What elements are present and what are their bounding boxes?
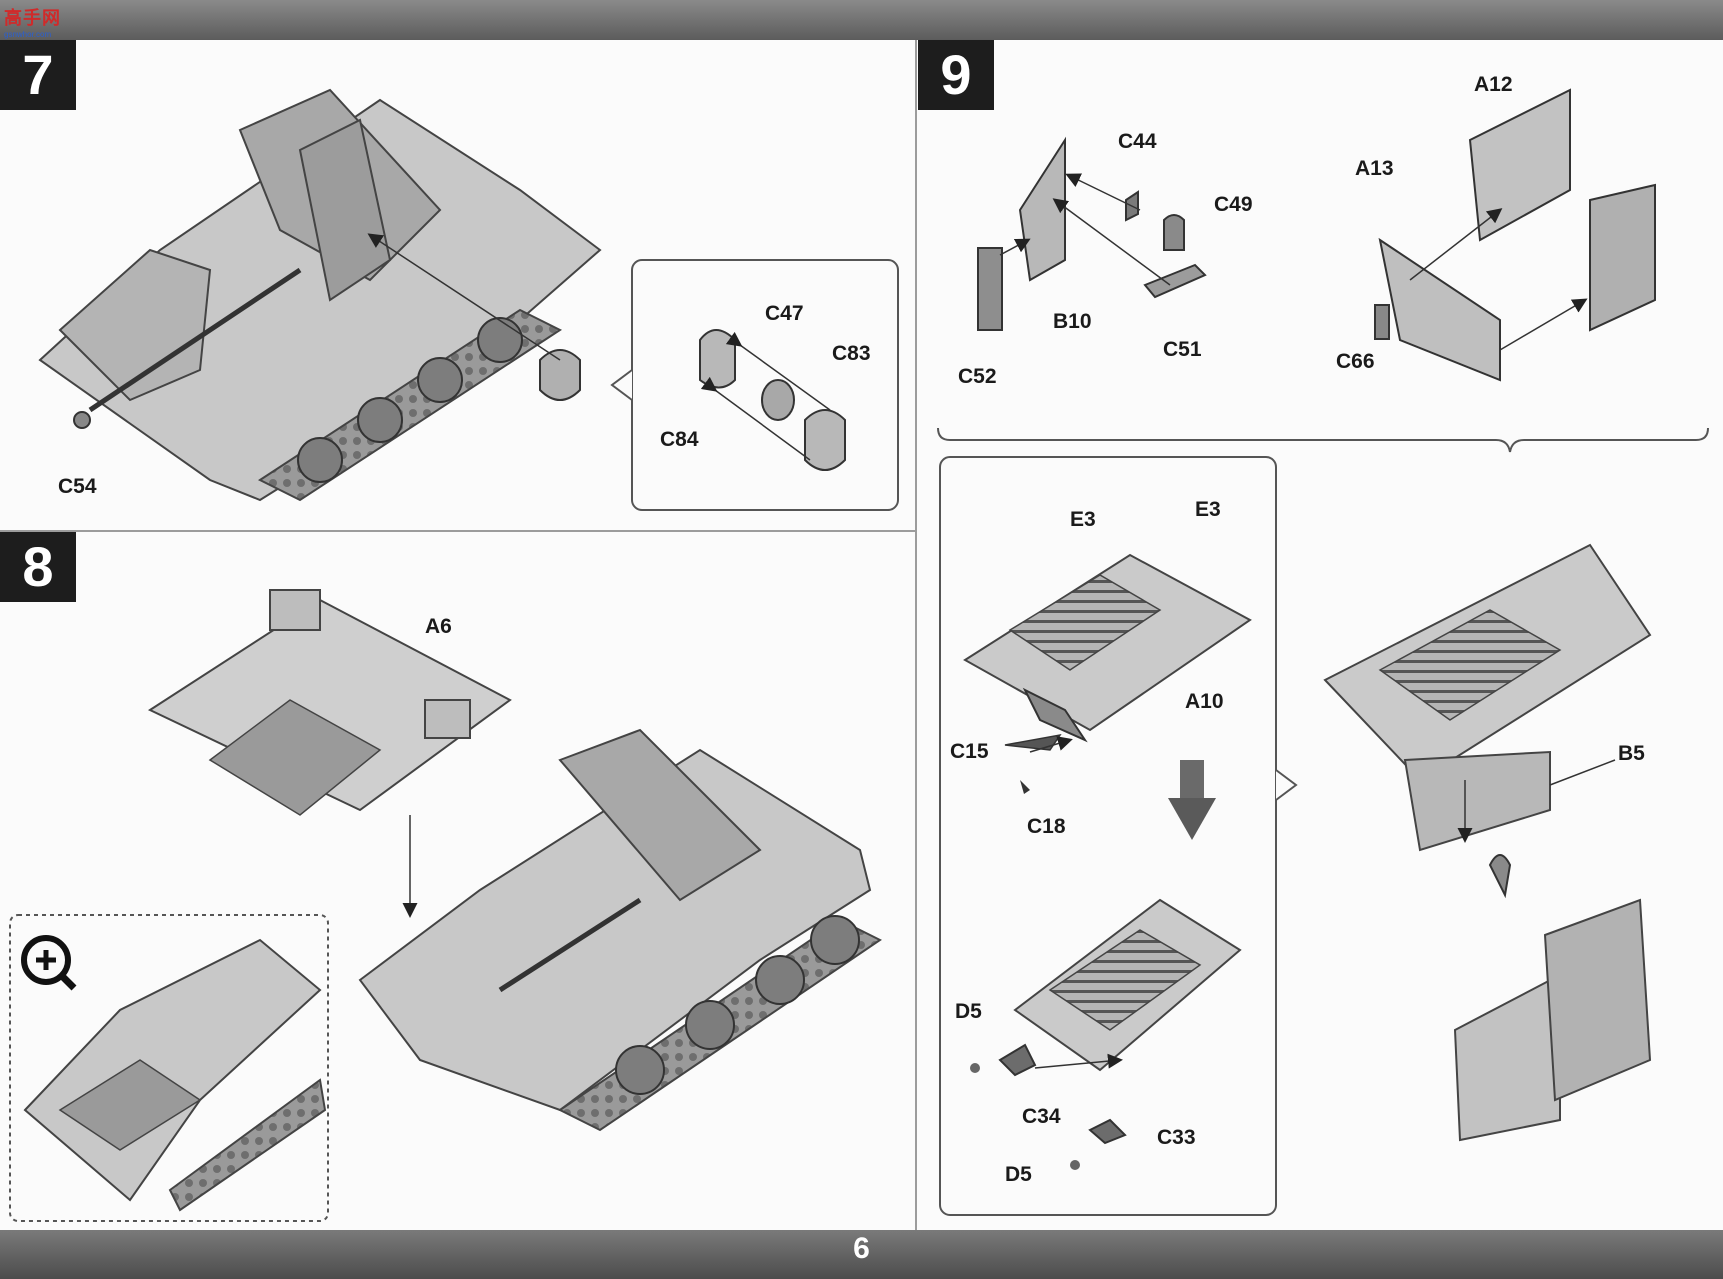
part-label-c33: C33 (1157, 1126, 1196, 1149)
part-label-c51: C51 (1163, 338, 1202, 361)
step-7-vehicle (38, 88, 602, 502)
watermark-subtext: gsnwhor.com (4, 30, 52, 39)
step-7-number: 7 (0, 40, 76, 110)
step-9-side-panels (937, 88, 1709, 453)
watermark-logo: 高手网 gsnwhor.com (4, 4, 61, 39)
part-label-b5: B5 (1618, 742, 1645, 765)
step-8-zoom-inset (9, 914, 329, 1222)
part-label-a12: A12 (1474, 73, 1513, 96)
part-label-c54: C54 (58, 475, 97, 498)
top-bar: 高手网 gsnwhor.com (0, 0, 1723, 40)
part-label-e3-left: E3 (1070, 508, 1096, 531)
step-9-panel-parts (977, 136, 1207, 331)
step-8-number: 8 (0, 532, 76, 602)
down-arrow-icon (1168, 760, 1216, 840)
part-label-a6: A6 (425, 615, 452, 638)
part-label-a13: A13 (1355, 157, 1394, 180)
part-label-d5-upper: D5 (955, 1000, 982, 1023)
bottom-bar (0, 1230, 1723, 1279)
part-label-b10: B10 (1053, 310, 1092, 333)
step-7-inset (610, 259, 899, 511)
row-divider (0, 530, 916, 532)
watermark-text: 高手网 (4, 8, 61, 28)
part-label-c44: C44 (1118, 130, 1157, 153)
part-label-c66: C66 (1336, 350, 1375, 373)
step-9-assembly (1323, 543, 1652, 1142)
step-9-inset (939, 456, 1298, 1216)
part-label-c34: C34 (1022, 1105, 1061, 1128)
part-label-a10: A10 (1185, 690, 1224, 713)
part-label-e3-right: E3 (1195, 498, 1221, 521)
column-divider (915, 40, 917, 1230)
step-8-floor-plate (147, 589, 512, 918)
magnifier-plus-icon (21, 935, 77, 991)
part-label-c18: C18 (1027, 815, 1066, 838)
part-label-c15: C15 (950, 740, 989, 763)
part-label-c83: C83 (832, 342, 871, 365)
part-label-d5-lower: D5 (1005, 1163, 1032, 1186)
step-9-number: 9 (918, 40, 994, 110)
part-label-c47: C47 (765, 302, 804, 325)
page-number: 6 (853, 1232, 870, 1265)
part-label-c49: C49 (1214, 193, 1253, 216)
part-label-c84: C84 (660, 428, 699, 451)
step-8-vehicle (358, 728, 882, 1132)
part-label-c52: C52 (958, 365, 997, 388)
